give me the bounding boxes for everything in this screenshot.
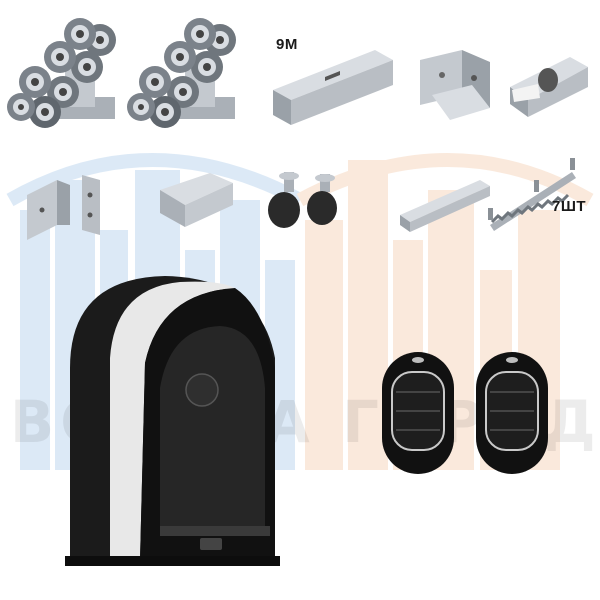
remote-control-icon <box>476 352 548 474</box>
rack-count-label: 7ШТ <box>552 198 587 215</box>
bumper-icon <box>268 172 337 228</box>
gear-motor-icon <box>65 276 280 566</box>
remote-control-icon <box>382 352 454 474</box>
guide-rail-icon <box>400 180 490 232</box>
end-stop-icon <box>420 50 490 120</box>
end-cap-icon <box>510 57 588 117</box>
bracket-icon <box>27 175 100 240</box>
rack-section-icon <box>488 158 576 231</box>
rail-length-label: 9M <box>276 36 298 53</box>
guide-rail-icon <box>273 50 393 125</box>
roller-carriage-icon <box>127 18 236 128</box>
roller-carriage-icon <box>7 18 116 128</box>
end-cap-icon <box>160 173 233 227</box>
